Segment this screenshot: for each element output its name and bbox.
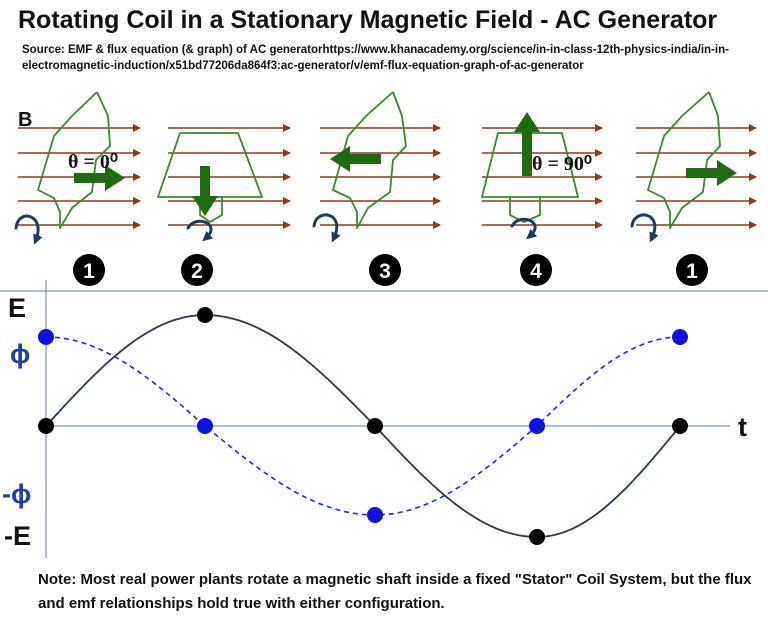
emf-data-point [367, 418, 383, 434]
rotation-arrow-icon [630, 213, 659, 243]
flux-data-point [672, 329, 688, 345]
numbered-circle-icon [520, 254, 552, 286]
page-title: Rotating Coil in a Stationary Magnetic F… [18, 6, 718, 34]
rotation-arrow-icon [14, 214, 43, 245]
flux-data-point [367, 507, 383, 523]
curves-group [38, 307, 688, 545]
angle-label-0: θ = 0⁰ [68, 151, 118, 173]
magnetic-field-label: B [18, 109, 32, 131]
time-axis-label: t [738, 412, 747, 442]
rotation-arrows-group [14, 213, 659, 245]
coil-stage-4-leads [509, 197, 541, 223]
field-lines-group [18, 124, 757, 229]
flux-max-label: ɸ [10, 339, 30, 369]
rotation-arrow-icon [312, 213, 341, 243]
coil-stage-5 [647, 91, 721, 229]
flux-data-point [38, 329, 54, 345]
stage-numbers-group: 1 2 3 4 1 [73, 254, 708, 286]
graph-axes [0, 280, 768, 558]
stage-number: 4 [530, 260, 542, 283]
source-citation: Source: EMF & flux equation (& graph) of… [22, 44, 729, 72]
coil-stage-2 [157, 132, 263, 198]
emf-min-label: -E [4, 521, 31, 551]
rotation-arrow-icon [186, 219, 214, 242]
emf-data-point [38, 418, 54, 434]
flux-min-label: -ɸ [2, 479, 31, 509]
emf-data-point [672, 418, 688, 434]
coil-stage-2-leads [199, 197, 223, 223]
emf-data-point [529, 529, 545, 545]
emf-max-label: E [8, 293, 26, 323]
rotation-arrow-icon [510, 217, 538, 240]
flux-data-point [529, 418, 545, 434]
numbered-circle-icon [369, 254, 401, 286]
footnote: Note: Most real power plants rotate a ma… [38, 571, 752, 612]
coils-group [37, 91, 721, 229]
numbered-circle-icon [676, 254, 708, 286]
stage-number: 1 [83, 260, 95, 283]
coil-stage-1 [37, 91, 111, 229]
coil-stage-3 [332, 91, 407, 229]
coil-stage-4 [481, 132, 579, 198]
normal-vector-arrow-icon [74, 165, 125, 191]
stage-number: 1 [686, 260, 698, 283]
normal-vector-arrow-icon [192, 166, 218, 216]
numbered-circle-icon [73, 254, 105, 286]
numbered-circle-icon [181, 254, 213, 286]
flux-data-point [197, 418, 213, 434]
normal-arrows-group [74, 112, 737, 216]
stage-number: 2 [191, 260, 203, 283]
stage-number: 3 [379, 260, 391, 283]
emf-data-point [197, 307, 213, 323]
normal-vector-arrow-icon [330, 146, 381, 172]
normal-vector-arrow-icon [514, 112, 540, 176]
normal-vector-arrow-icon [686, 160, 737, 186]
angle-label-90: θ = 90⁰ [532, 153, 592, 175]
